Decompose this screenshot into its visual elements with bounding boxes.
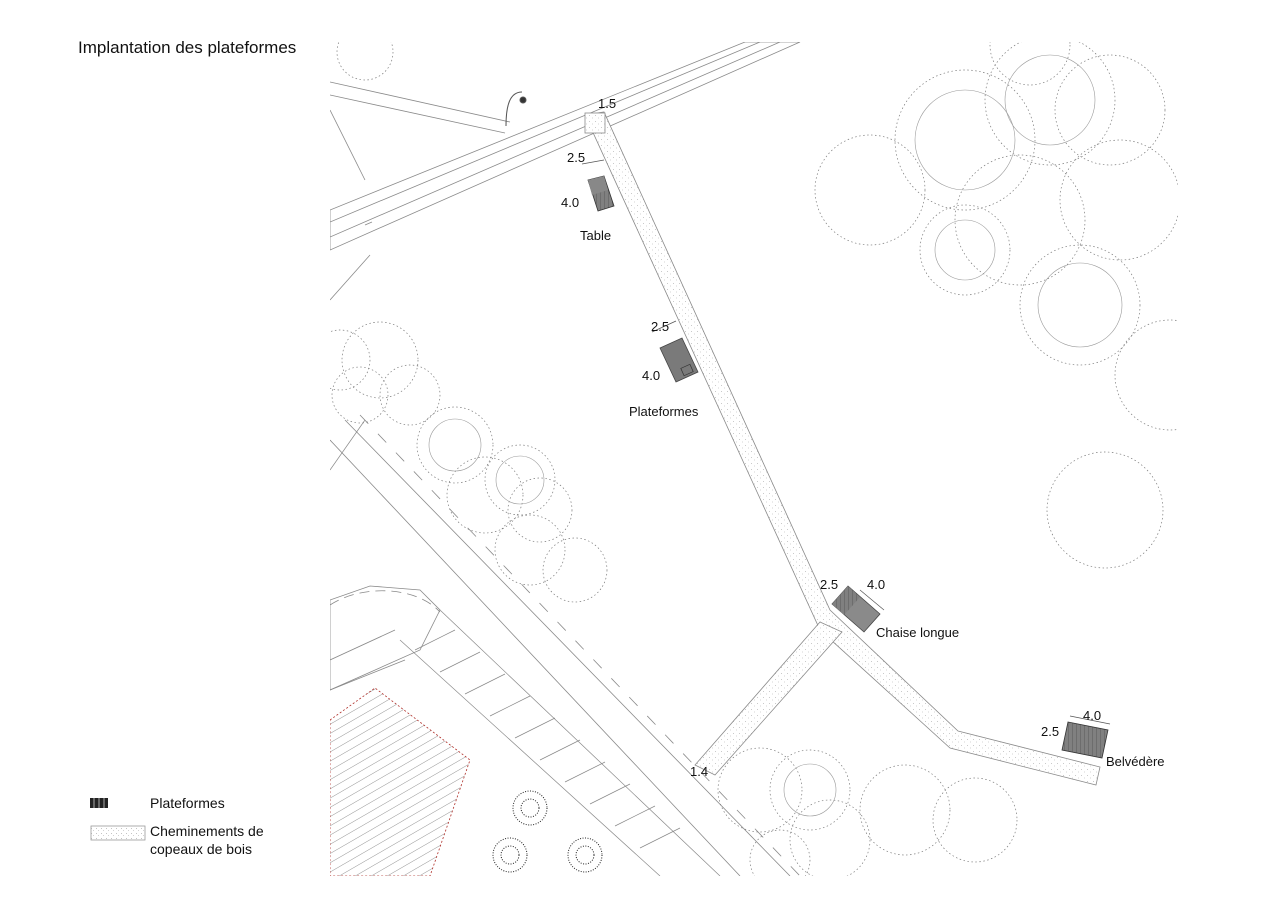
platform-chaise-longue: 2.5 4.0 Chaise longue [820, 577, 959, 640]
upper-roads [330, 42, 801, 301]
platform-plateformes-label: Plateformes [629, 404, 699, 419]
platform-belvedere-label: Belvédère [1106, 754, 1165, 769]
platform-table-width: 2.5 [567, 150, 585, 165]
tree-crowns [428, 54, 1123, 817]
path-width-top: 1.5 [598, 96, 616, 111]
platform-chaise-longue-width: 2.5 [820, 577, 838, 592]
lower-road [330, 414, 801, 876]
platform-plateformes-width: 2.5 [651, 319, 669, 334]
platform-belvedere-width: 2.5 [1041, 724, 1059, 739]
platform-plateformes: 2.5 4.0 Plateformes [629, 319, 699, 419]
page-title: Implantation des plateformes [78, 38, 297, 57]
tree-canopies [330, 42, 1178, 876]
legend-label-paths: Cheminements de copeaux de bois [150, 823, 264, 857]
platform-belvedere: 4.0 2.5 Belvédère [1041, 708, 1165, 769]
shrubs [492, 790, 603, 873]
platform-chaise-longue-label: Chaise longue [876, 625, 959, 640]
hatched-building [330, 687, 471, 876]
platform-plateformes-length: 4.0 [642, 368, 660, 383]
parking-stalls [399, 609, 721, 876]
platform-belvedere-length: 4.0 [1083, 708, 1101, 723]
plan-base [330, 42, 1178, 876]
legend-item-platforms: Plateformes [90, 795, 225, 811]
wood-chip-path [584, 111, 1101, 786]
platform-chaise-longue-length: 4.0 [867, 577, 885, 592]
platform-swatch-icon [90, 795, 150, 811]
platform-table-length: 4.0 [561, 195, 579, 210]
platform-table-label: Table [580, 228, 611, 243]
street-lamp-icon [505, 91, 527, 127]
path-width-bottom: 1.4 [690, 764, 708, 779]
legend-item-paths: Cheminements de copeaux de bois [90, 822, 264, 858]
platform-table: 2.5 4.0 Table [561, 150, 615, 243]
wood-chip-path-swatch-icon [90, 822, 150, 845]
legend-label-platforms: Plateformes [150, 795, 225, 811]
